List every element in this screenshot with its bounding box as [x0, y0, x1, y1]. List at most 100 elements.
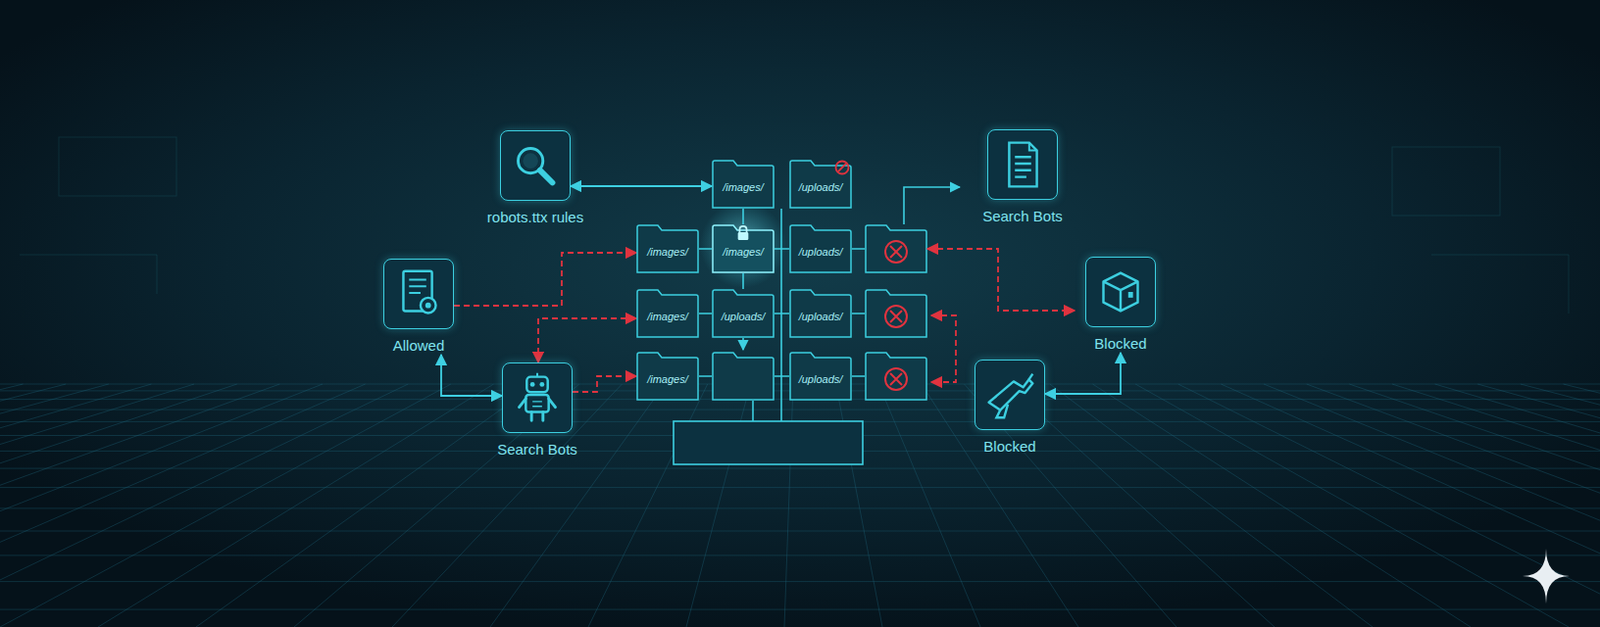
grid-line	[1135, 384, 1569, 627]
icon-symbol	[384, 259, 453, 329]
icon-symbol	[975, 360, 1045, 430]
folder-outline	[865, 352, 927, 400]
folder-outline	[865, 290, 927, 338]
tree-lines	[699, 187, 960, 422]
grid-line	[0, 384, 66, 627]
connector	[453, 252, 637, 306]
grid-line	[1092, 384, 1471, 627]
grid-line	[1477, 384, 1600, 627]
connector	[538, 318, 637, 363]
folder-label: /images/	[722, 246, 764, 258]
folder-node: /images/	[636, 224, 700, 274]
icon-symbol	[500, 131, 570, 200]
grid-line	[1178, 384, 1600, 627]
icon-node: Search Bots	[501, 362, 573, 459]
folder-label: /uploads/	[799, 246, 844, 258]
icon-node: Blocked	[1085, 256, 1156, 353]
folder-label: /images/	[722, 181, 764, 194]
icon-box	[1085, 256, 1156, 328]
folder-node: /uploads/	[789, 159, 852, 209]
folder-label: /uploads/	[721, 310, 766, 323]
grid-line	[196, 384, 537, 627]
grid-line	[1349, 384, 1600, 627]
grid-line	[1263, 384, 1600, 627]
icon-label: Blocked	[983, 438, 1036, 456]
icon-node: Search Bots	[987, 129, 1058, 226]
grid-line	[0, 409, 1600, 411]
grid-line	[0, 581, 1600, 583]
folder-label: /uploads/	[799, 181, 844, 194]
lock-glow	[700, 201, 787, 289]
icon-symbol	[988, 130, 1057, 200]
icon-node: robots.ttx rules	[500, 130, 571, 227]
block-mark	[890, 373, 902, 386]
grid-line	[1220, 384, 1600, 627]
blocked-folders	[865, 225, 927, 400]
lock-symbol	[734, 225, 752, 242]
icon-label: Blocked	[1094, 335, 1147, 353]
folder-node: /uploads/	[711, 289, 775, 339]
grid-line	[1006, 384, 1275, 627]
sparkle-watermark	[1522, 549, 1570, 604]
block-mark	[885, 241, 907, 263]
grid-line	[0, 384, 451, 627]
grid-line	[98, 384, 495, 627]
grid-line	[0, 609, 1600, 611]
block-mark	[885, 305, 907, 328]
block-mark	[885, 368, 907, 391]
icon-label: Search Bots	[982, 207, 1063, 226]
icon-symbol	[502, 363, 572, 433]
grid-line	[0, 531, 1600, 533]
grid-line	[1562, 384, 1600, 627]
blank-folder	[712, 352, 774, 400]
grid-line	[1306, 384, 1600, 627]
folder-node: /uploads/	[789, 224, 852, 274]
folder-label: /uploads/	[799, 373, 844, 386]
folder-label: /images/	[647, 373, 689, 386]
folder-node: /images/	[711, 159, 775, 209]
connector	[1045, 352, 1121, 395]
icon-label: Allowed	[393, 337, 446, 355]
folder-node: /images/	[636, 289, 700, 339]
block-mark	[890, 310, 902, 323]
icon-node: Allowed	[383, 258, 454, 355]
circuit-texture	[19, 137, 1569, 314]
folder-outline	[865, 225, 927, 273]
folder-node: /images/	[711, 224, 775, 274]
blocked-folder	[865, 225, 927, 273]
grid-line	[0, 384, 280, 627]
grid-line	[0, 384, 195, 627]
grid-line	[0, 384, 366, 627]
grid-line	[0, 507, 1600, 509]
grid-line	[0, 468, 1600, 470]
folder-node: /uploads/	[789, 289, 852, 339]
folder-node: /images/	[636, 351, 700, 401]
grid-line	[0, 384, 323, 627]
icon-box	[383, 258, 454, 330]
block-mark	[834, 159, 850, 176]
icon-label: Search Bots	[497, 441, 578, 459]
grid-line	[0, 384, 238, 627]
grid-line	[1050, 384, 1373, 627]
icon-box	[500, 130, 571, 201]
icon-box	[501, 362, 573, 434]
grid-line	[1392, 384, 1600, 627]
icon-label: robots.ttx rules	[487, 208, 584, 227]
folder-node: /uploads/	[789, 351, 852, 401]
connector	[441, 354, 502, 397]
grid-line	[0, 487, 1600, 489]
blocked-folder	[865, 352, 927, 400]
connector	[570, 185, 712, 188]
connector	[572, 376, 637, 393]
folder-label: /images/	[647, 310, 689, 323]
grid-line	[1435, 384, 1600, 627]
icon-box	[987, 129, 1058, 200]
folder-label: /uploads/	[799, 310, 844, 323]
grid-line	[0, 384, 109, 627]
blocked-folder	[865, 290, 927, 338]
icon-node: Blocked	[974, 359, 1046, 456]
icon-symbol	[1086, 257, 1155, 327]
folder-label: /images/	[647, 246, 689, 258]
